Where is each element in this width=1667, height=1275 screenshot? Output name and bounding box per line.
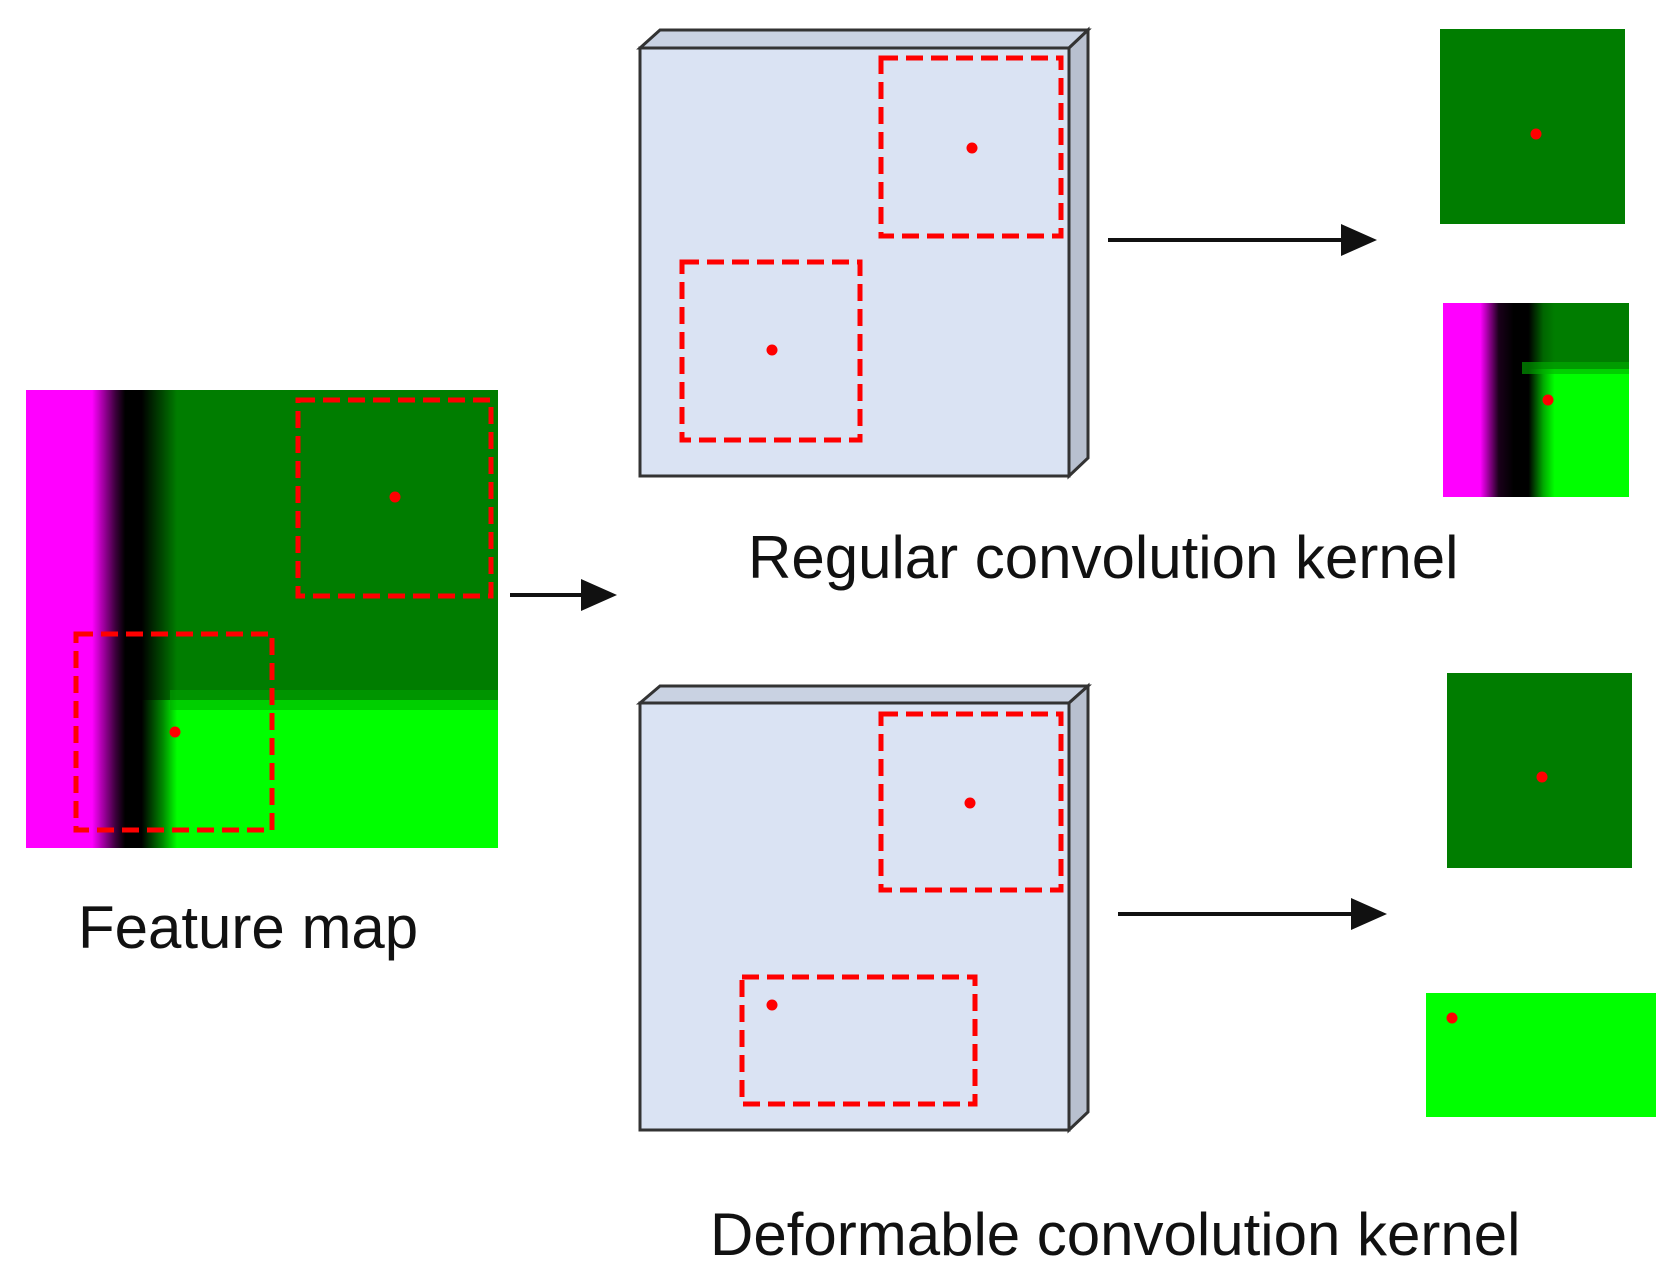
regular-output-tile-1 — [1440, 29, 1625, 224]
panel-side-face — [1067, 26, 1090, 480]
deformable-output-tile-2 — [1426, 993, 1656, 1117]
deformable-output-tile-1 — [1447, 673, 1632, 868]
panel-top-face — [636, 28, 1092, 50]
output-tile — [1447, 673, 1632, 868]
red-dot-icon — [1542, 394, 1554, 406]
feature-map-edge — [170, 690, 498, 710]
deformable-kernel-caption: Deformable convolution kernel — [710, 1201, 1521, 1268]
panel-front-face — [638, 701, 1071, 1132]
feature-map-caption: Feature map — [78, 894, 419, 961]
red-dot-icon — [1446, 1012, 1458, 1024]
regular-kernel-caption: Regular convolution kernel — [748, 524, 1459, 591]
red-dot-icon — [1530, 128, 1542, 140]
feature-map-top-region — [26, 390, 498, 700]
red-dot-icon — [1536, 771, 1548, 783]
feature-map — [26, 390, 498, 848]
panel-top-face — [635, 684, 1092, 705]
deformable-kernel-panel — [635, 682, 1092, 1134]
output-tile-edge — [1522, 362, 1629, 374]
output-tile — [1440, 29, 1625, 224]
feature-map-window-bottom — [73, 631, 275, 833]
deformable-window-top — [878, 711, 1064, 893]
red-dot-icon — [389, 491, 401, 503]
regular-output-tile-2 — [1443, 303, 1629, 497]
red-dot-icon — [966, 142, 978, 154]
feature-map-window-top — [295, 397, 494, 599]
red-dot-icon — [964, 797, 976, 809]
output-tile-bottom — [1443, 369, 1629, 497]
regular-kernel-panel — [636, 26, 1092, 480]
regular-window-bottom — [679, 259, 863, 443]
red-dot-icon — [766, 999, 778, 1011]
output-tile — [1426, 993, 1656, 1117]
output-tile-top — [1443, 303, 1629, 369]
regular-window-top — [878, 55, 1064, 239]
panel-front-face — [638, 46, 1071, 478]
panel-side-face — [1067, 682, 1090, 1134]
red-dot-icon — [169, 726, 181, 738]
deformable-window-bottom — [739, 974, 978, 1107]
feature-map-bottom-region — [26, 700, 498, 848]
red-dot-icon — [766, 344, 778, 356]
